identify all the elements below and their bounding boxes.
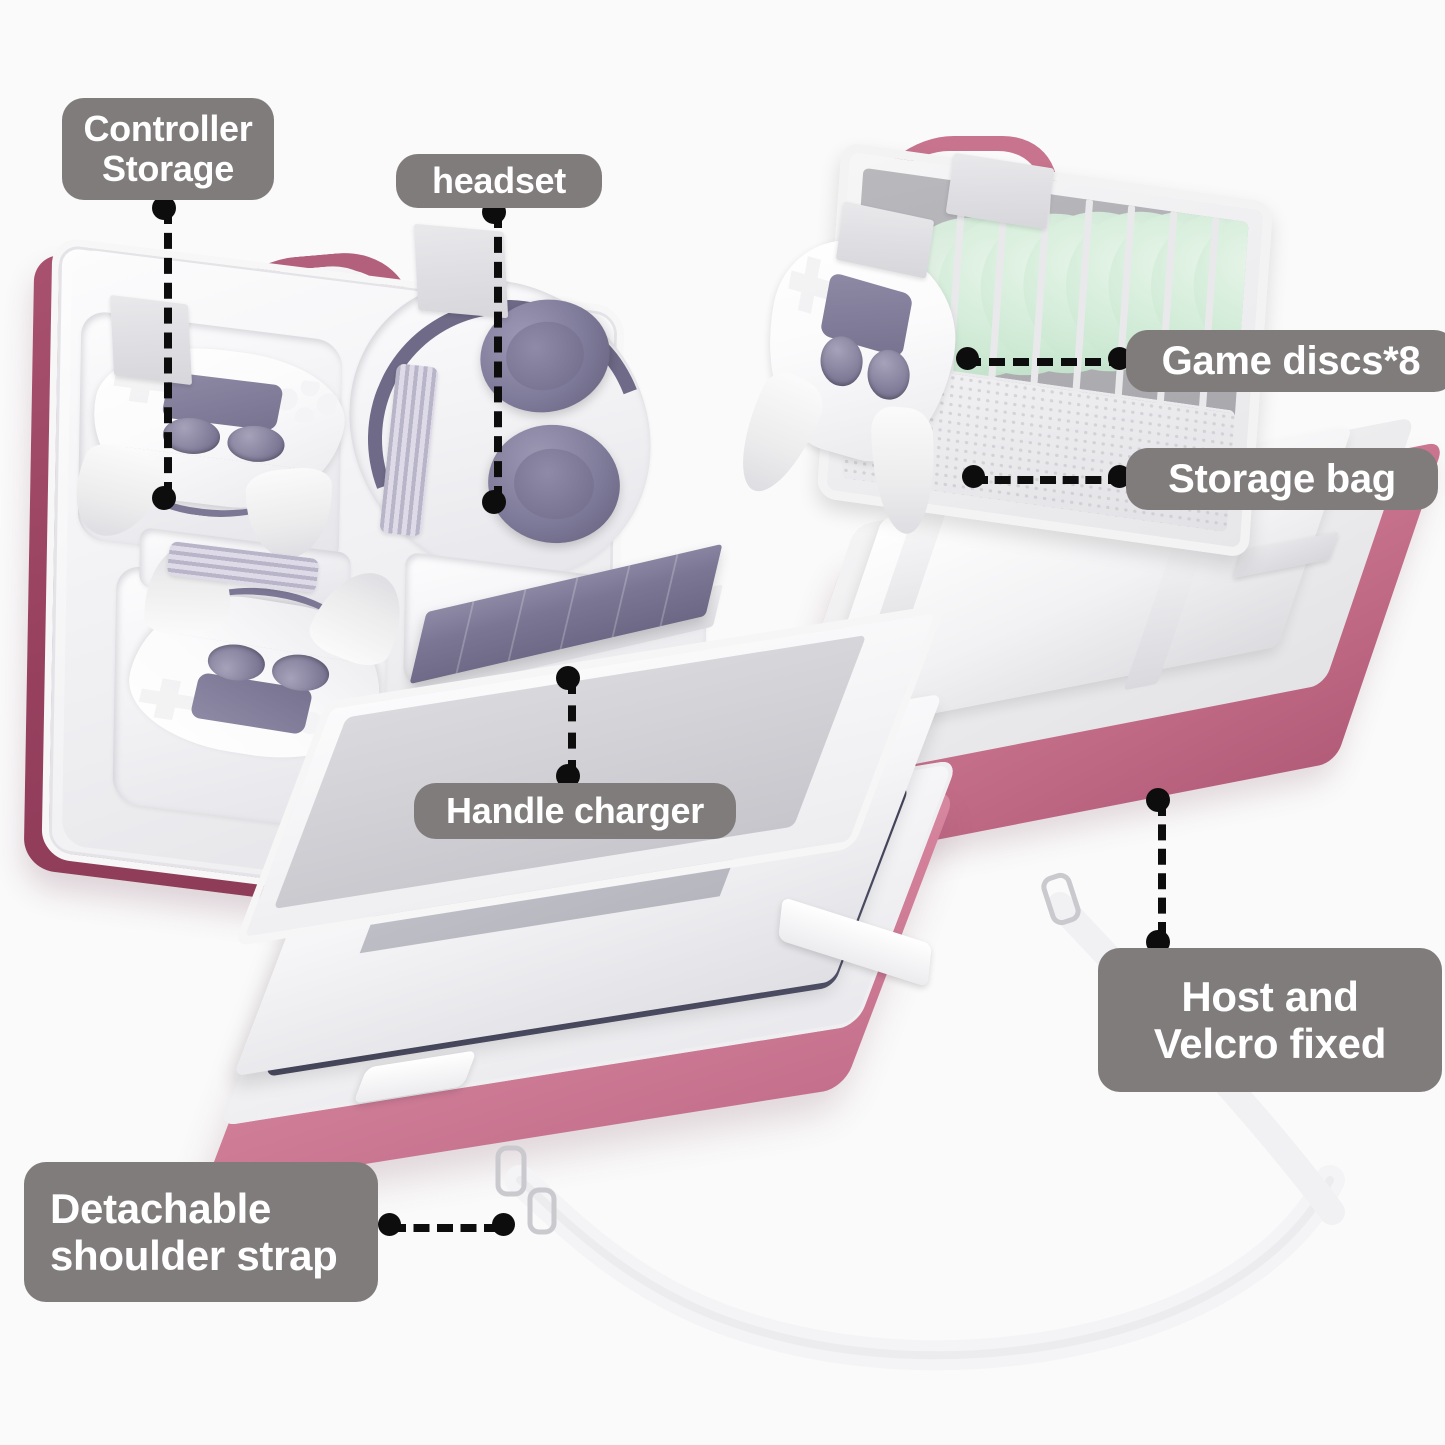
leader-dot-headset-end	[482, 490, 506, 514]
callout-storage-bag[interactable]: Storage bag	[1126, 448, 1438, 510]
leader-dot-host-velcro-top	[1146, 788, 1170, 812]
front-case-assembly	[203, 603, 1000, 1240]
leader-dot-shoulder-strap-end	[492, 1213, 515, 1236]
callout-controller-storage[interactable]: Controller Storage	[62, 98, 274, 200]
left-tray-tab-1	[109, 294, 193, 386]
leader-shoulder-strap	[390, 1224, 500, 1232]
callout-host-and-velcro-fixed[interactable]: Host and Velcro fixed	[1098, 948, 1442, 1092]
leader-handle-charger	[568, 678, 576, 776]
leader-dot-storage-bag-start	[962, 465, 985, 488]
leader-dot-game-discs-start	[956, 347, 979, 370]
leader-dot-controller-storage-top	[152, 196, 176, 220]
leader-dot-game-discs-end	[1108, 347, 1131, 370]
leader-headset	[494, 212, 502, 502]
leader-dot-shoulder-strap-start	[378, 1213, 401, 1236]
leader-host-velcro	[1158, 800, 1166, 938]
leader-dot-handle-charger-top	[556, 666, 580, 690]
leader-dot-storage-bag-end	[1108, 465, 1131, 488]
callout-headset[interactable]: headset	[396, 154, 602, 208]
leader-controller-storage	[164, 208, 172, 498]
leader-dot-controller-storage-end	[152, 486, 176, 510]
leader-game-discs	[965, 358, 1125, 366]
callout-game-discs[interactable]: Game discs*8	[1126, 330, 1445, 392]
callout-detachable-shoulder-strap[interactable]: Detachable shoulder strap	[24, 1162, 378, 1302]
leader-storage-bag	[972, 476, 1124, 484]
callout-handle-charger[interactable]: Handle charger	[414, 783, 736, 839]
